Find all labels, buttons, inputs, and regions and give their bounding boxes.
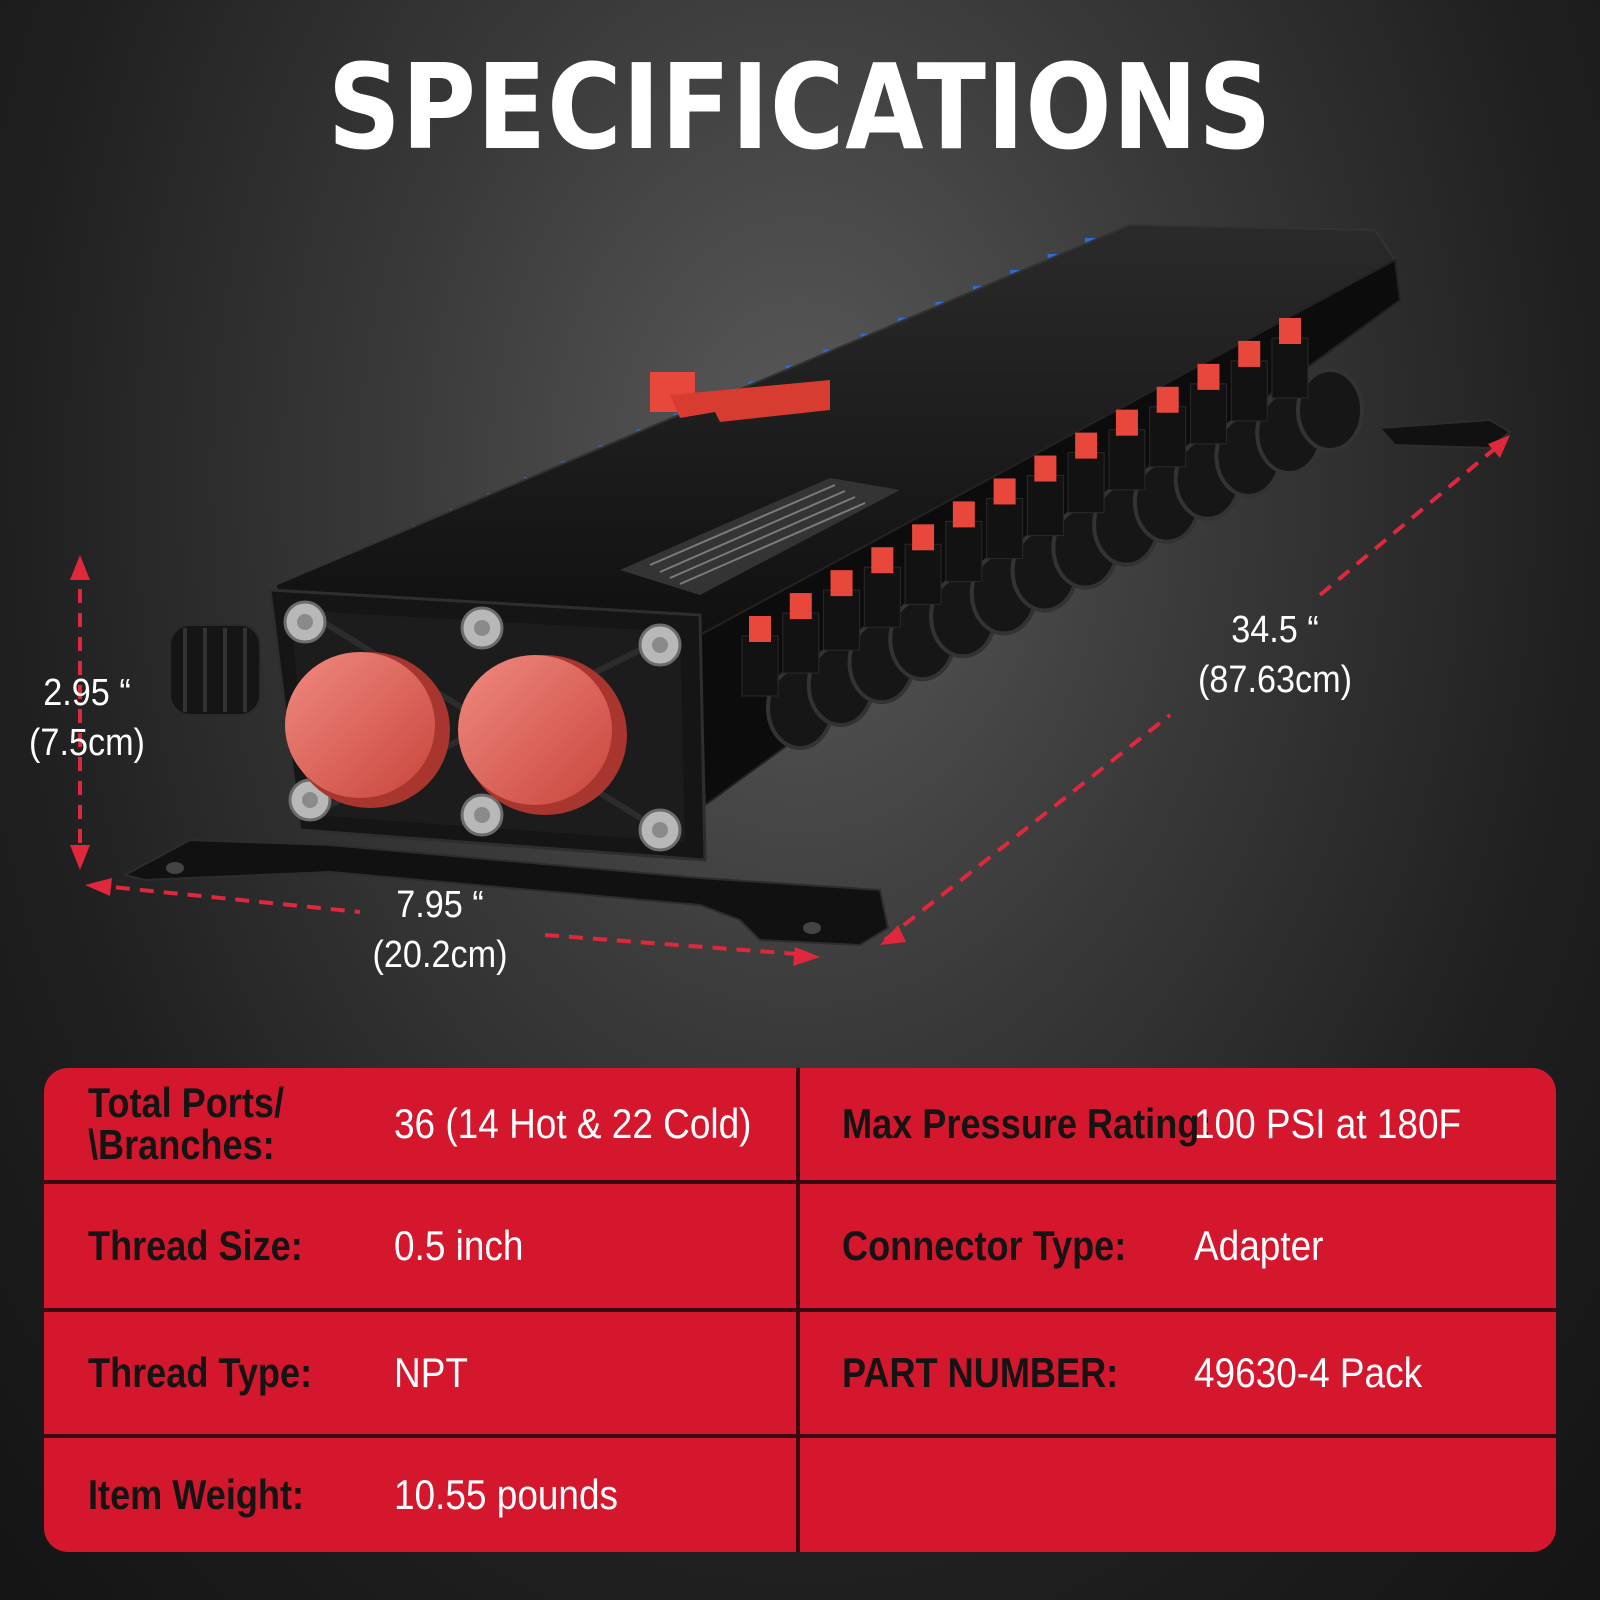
width-dimension-label: 7.95 “ (20.2cm) bbox=[373, 880, 508, 980]
hot-port bbox=[1149, 386, 1242, 521]
height-metric: (7.5cm) bbox=[29, 722, 145, 764]
spec-value: 0.5 inch bbox=[394, 1222, 524, 1269]
spec-thread-size: Thread Size: 0.5 inch bbox=[44, 1184, 800, 1312]
spec-value: 100 PSI at 180F bbox=[1194, 1100, 1462, 1147]
spec-value: 10.55 pounds bbox=[394, 1471, 619, 1518]
spec-label: Thread Type: bbox=[88, 1349, 313, 1396]
spec-value: NPT bbox=[394, 1349, 468, 1396]
spec-label: Max Pressure Rating: bbox=[842, 1100, 1212, 1147]
spec-item-weight: Item Weight: 10.55 pounds bbox=[44, 1438, 800, 1552]
hot-port bbox=[1271, 318, 1364, 452]
spec-thread-type: Thread Type: NPT bbox=[44, 1312, 800, 1438]
length-imperial: 34.5 “ bbox=[1231, 609, 1319, 651]
mounting-bracket-front bbox=[122, 838, 890, 947]
spec-connector-type: Connector Type: Adapter bbox=[800, 1184, 1556, 1312]
length-metric: (87.63cm) bbox=[1198, 659, 1352, 701]
spec-label: PART NUMBER: bbox=[842, 1349, 1119, 1396]
spec-value: 36 (14 Hot & 22 Cold) bbox=[394, 1100, 752, 1147]
height-imperial: 2.95 “ bbox=[43, 672, 131, 714]
page-title: SPECIFICATIONS bbox=[327, 38, 1273, 176]
pex-manifold-illustration bbox=[70, 223, 1512, 966]
red-end-caps bbox=[285, 652, 627, 815]
specifications-table: Total Ports/ \Branches: 36 (14 Hot & 22 … bbox=[44, 1068, 1556, 1552]
dimension-lines bbox=[78, 438, 1507, 957]
width-metric: (20.2cm) bbox=[372, 934, 508, 976]
valve-handle bbox=[650, 372, 830, 422]
height-dimension-label: 2.95 “ (7.5cm) bbox=[29, 668, 146, 768]
inlet-fitting bbox=[169, 624, 261, 716]
length-dimension-label: 34.5 “ (87.63cm) bbox=[1190, 605, 1361, 705]
spec-empty-cell bbox=[800, 1438, 1556, 1552]
hot-port-row bbox=[741, 318, 1364, 750]
spec-label: Item Weight: bbox=[88, 1471, 305, 1518]
spec-value: 49630-4 Pack bbox=[1194, 1349, 1423, 1396]
spec-label: Total Ports/ \Branches: bbox=[88, 1079, 284, 1168]
spec-total-ports: Total Ports/ \Branches: 36 (14 Hot & 22 … bbox=[44, 1068, 800, 1184]
spec-label: Thread Size: bbox=[88, 1222, 303, 1269]
dimension-arrows bbox=[70, 435, 1510, 966]
spec-label: Connector Type: bbox=[842, 1222, 1127, 1269]
width-imperial: 7.95 “ bbox=[396, 884, 484, 926]
spec-value: Adapter bbox=[1194, 1222, 1324, 1269]
spec-max-pressure: Max Pressure Rating: 100 PSI at 180F bbox=[800, 1068, 1556, 1184]
spec-part-number: PART NUMBER: 49630-4 Pack bbox=[800, 1312, 1556, 1438]
